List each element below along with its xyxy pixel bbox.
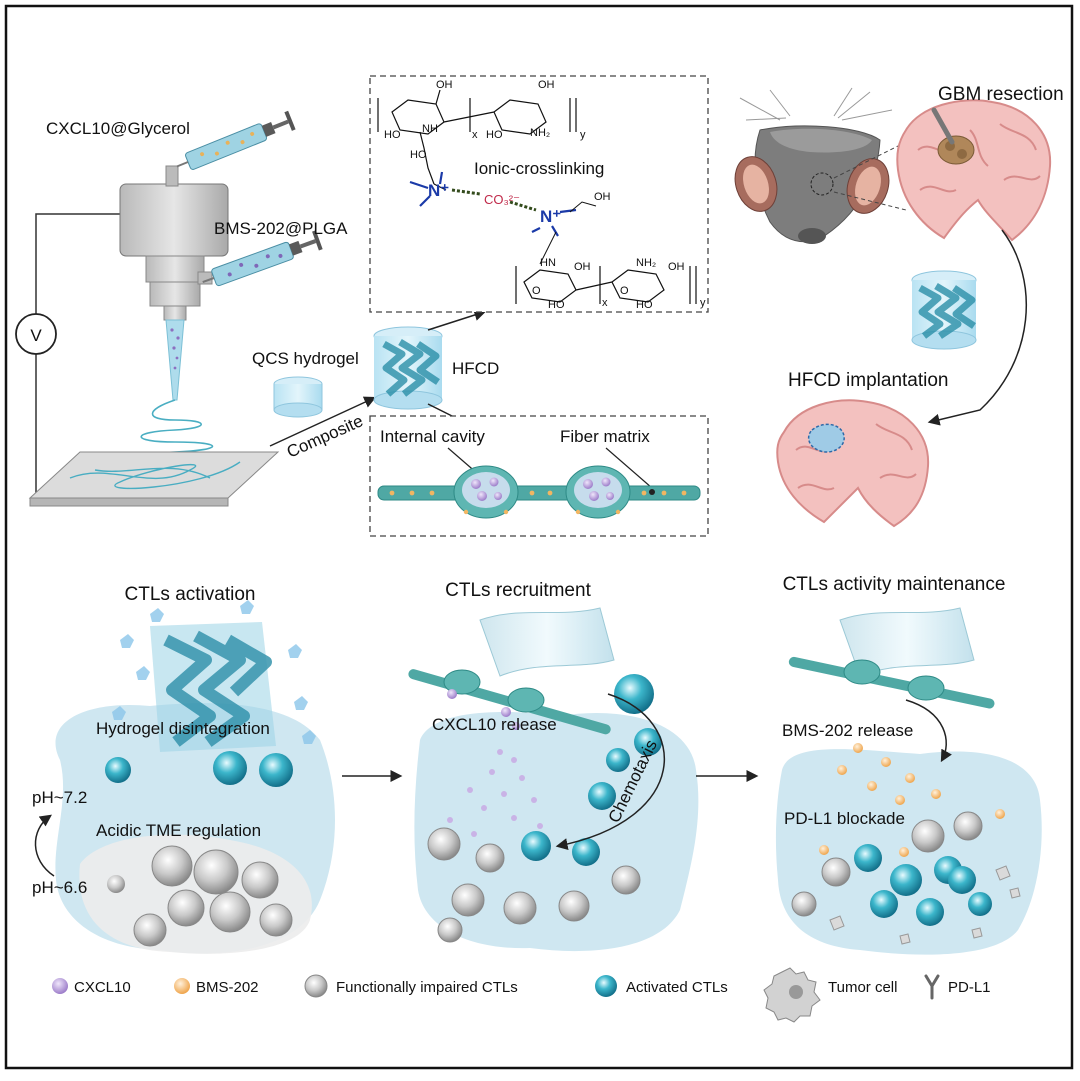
- chem-panel: OH OH HO HO NH NH₂ x y HO Ionic-crosslin…: [369, 75, 709, 313]
- svg-text:N⁺: N⁺: [540, 207, 561, 226]
- brain-resection: GBM resection: [896, 84, 1064, 242]
- brain-implanted: [776, 399, 930, 528]
- svg-text:OH: OH: [574, 261, 591, 273]
- acidic-tme-label: Acidic TME regulation: [96, 821, 261, 840]
- qcs-hydrogel-label: QCS hydrogel: [252, 349, 359, 368]
- svg-text:HO: HO: [410, 149, 427, 161]
- tumor-cell-icon: [763, 967, 821, 1023]
- legend-bms202-marker: [174, 978, 190, 994]
- hfcd-implantation-label: HFCD implantation: [788, 370, 949, 391]
- stage1-title: CTLs activation: [125, 584, 256, 605]
- syringe1-label: CXCL10@Glycerol: [46, 119, 190, 138]
- svg-text:x: x: [602, 297, 608, 309]
- fiber-panel: Internal cavity Fiber matrix: [369, 415, 709, 537]
- pump-box: [119, 183, 229, 257]
- fiber-strand-3: [788, 656, 995, 709]
- svg-text:HO: HO: [548, 299, 565, 311]
- legend: CXCL10 BMS-202 Functionally impaired CTL…: [52, 967, 991, 1023]
- voltage-symbol: V: [30, 326, 42, 345]
- svg-text:O: O: [532, 285, 541, 297]
- legend-activated-label: Activated CTLs: [626, 979, 728, 996]
- svg-text:y: y: [700, 297, 706, 309]
- chemotaxis-arrow: [555, 693, 666, 851]
- svg-text:OH: OH: [594, 191, 611, 203]
- svg-text:OH: OH: [538, 79, 555, 91]
- svg-text:OH: OH: [668, 261, 685, 273]
- activated-ctl: [105, 757, 131, 783]
- inlet-port: [165, 165, 179, 187]
- svg-text:x: x: [472, 129, 478, 141]
- legend-impaired-label: Functionally impaired CTLs: [336, 979, 518, 996]
- chem-panel-border: [369, 75, 709, 313]
- ph-high-label: pH~7.2: [32, 788, 87, 807]
- hfcd-cylinder-right: [911, 270, 977, 350]
- pump-neck: [145, 255, 205, 283]
- voltage-source-icon: [15, 313, 57, 355]
- svg-text:HN: HN: [540, 257, 556, 269]
- release-arrow: [905, 699, 952, 763]
- collector-plate-edge: [29, 497, 229, 507]
- svg-text:NH₂: NH₂: [530, 127, 550, 139]
- legend-cxcl10-marker: [52, 978, 68, 994]
- bms-release-label: BMS-202 release: [782, 721, 913, 740]
- stage-ctls-recruitment: CTLs recruitment CXCL10 release Chemotax…: [408, 580, 699, 952]
- nozzle-base: [163, 305, 187, 321]
- svg-text:HO: HO: [384, 129, 401, 141]
- syringe-cxcl10-icon: [176, 110, 296, 170]
- svg-text:N⁺: N⁺: [428, 181, 449, 200]
- hfcd-scaffold: HFCD: [373, 309, 499, 434]
- pump-lower: [149, 281, 201, 307]
- hydrogel-disintegration-label: Hydrogel disintegration: [96, 719, 270, 738]
- cxcl10-release-label: CXCL10 release: [432, 715, 557, 734]
- internal-cavity-label: Internal cavity: [380, 427, 485, 446]
- svg-text:HO: HO: [486, 129, 503, 141]
- fiber-panel-border: [369, 415, 709, 537]
- svg-text:HO: HO: [636, 299, 653, 311]
- ph-low-label: pH~6.6: [32, 878, 87, 897]
- legend-tumor-label: Tumor cell: [828, 979, 897, 996]
- gbm-resection-label: GBM resection: [938, 84, 1064, 105]
- mouse-head-icon: [734, 87, 907, 244]
- syringe2-label: BMS-202@PLGA: [214, 219, 348, 238]
- legend-impaired-marker: [304, 974, 328, 998]
- collected-fibers: [69, 461, 241, 490]
- fiber-matrix-label: Fiber matrix: [560, 427, 650, 446]
- svg-text:O: O: [620, 285, 629, 297]
- stage2-title: CTLs recruitment: [445, 580, 591, 601]
- arrow-to-chem: [427, 309, 487, 331]
- legend-cxcl10-label: CXCL10: [74, 979, 131, 996]
- composite-arrow: [269, 396, 377, 447]
- legend-bms202-label: BMS-202: [196, 979, 259, 996]
- syringe-bms202-icon: [202, 230, 323, 287]
- activated-ctl: [213, 751, 247, 785]
- svg-text:y: y: [580, 129, 586, 141]
- svg-text:NH: NH: [422, 123, 438, 135]
- stage-ctls-activity-maintenance: CTLs activity maintenance BMS-202 releas…: [775, 574, 1042, 955]
- pdl1-blockade-label: PD-L1 blockade: [784, 809, 905, 828]
- activated-ctl: [259, 753, 293, 787]
- legend-pdl1-label: PD-L1: [948, 979, 991, 996]
- implantation-arrow: [927, 229, 1027, 426]
- stage-ctls-activation: CTLs activation Hydrogel disintegration …: [32, 584, 336, 954]
- ionic-bond-2: [509, 200, 537, 212]
- ionic-crosslinking-title: Ionic-crosslinking: [474, 159, 604, 178]
- electrospinning-apparatus: V CXCL10@Glycerol: [15, 110, 348, 507]
- legend-activated-marker: [595, 975, 617, 997]
- stage3-title: CTLs activity maintenance: [783, 574, 1006, 595]
- pdl1-icon: [924, 974, 940, 1000]
- taylor-cone: [165, 319, 185, 401]
- svg-text:OH: OH: [436, 79, 453, 91]
- svg-text:NH₂: NH₂: [636, 257, 656, 269]
- hfcd-label: HFCD: [452, 359, 499, 378]
- ph-arrow: [34, 814, 55, 877]
